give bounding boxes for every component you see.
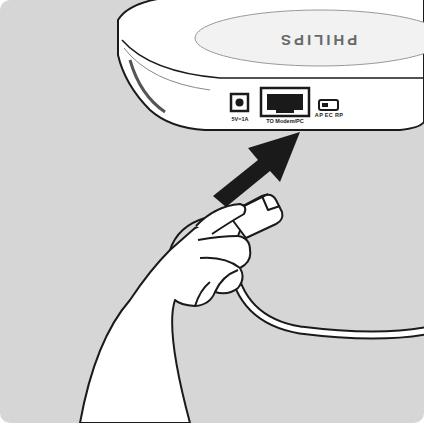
ethernet-port <box>261 88 309 116</box>
mode-switch <box>319 100 338 110</box>
port-label: TO Modem/PC <box>266 119 304 125</box>
power-jack <box>231 94 248 111</box>
adapter-device <box>118 0 424 130</box>
brand-logo: PHILIPS <box>278 33 357 48</box>
hand <box>80 194 282 423</box>
port-label: 5V=1A <box>232 117 249 123</box>
ethernet-cable <box>232 262 424 335</box>
switch-label: AP EC RP <box>315 113 343 119</box>
insert-arrow <box>213 132 300 207</box>
